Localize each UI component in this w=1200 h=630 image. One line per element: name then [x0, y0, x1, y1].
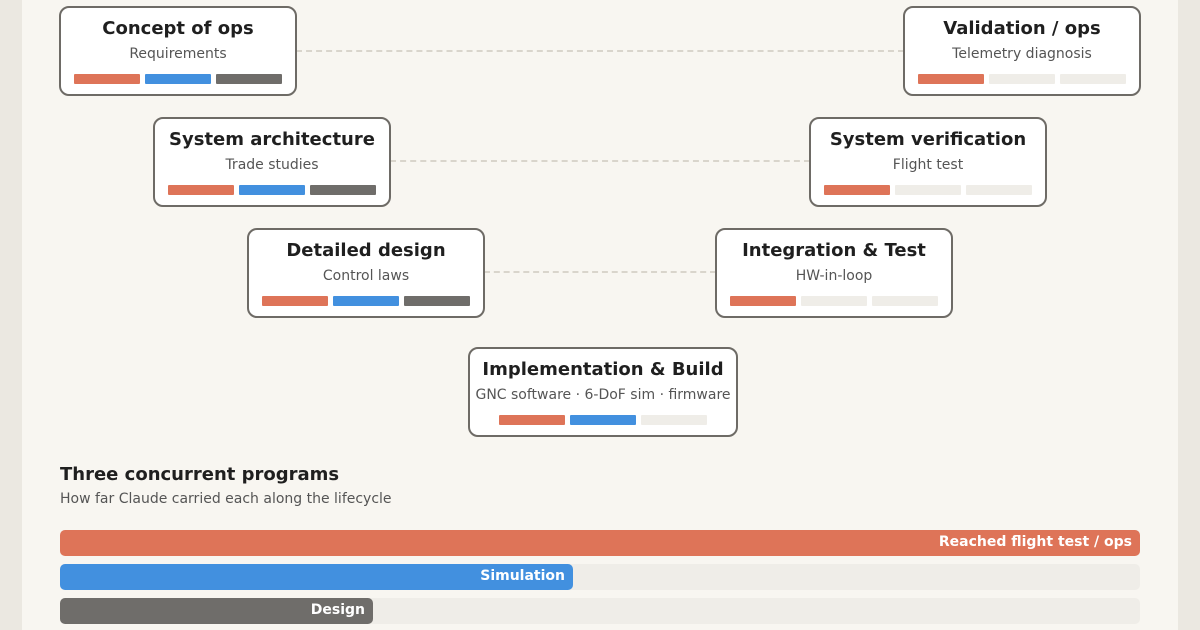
stage-progress-bars: [249, 296, 483, 306]
program-bar-design: Design: [60, 598, 373, 624]
stage-segment-3: [641, 415, 707, 425]
stage-segment-1: [262, 296, 328, 306]
stage-title: Detailed design: [286, 240, 446, 261]
stage-segment-1: [824, 185, 890, 195]
stage-segment-2: [239, 185, 305, 195]
stage-segment-3: [872, 296, 938, 306]
stage-title: System verification: [829, 129, 1027, 150]
stage-subtitle: Trade studies: [225, 157, 319, 173]
stage-segment-2: [570, 415, 636, 425]
stage-progress-bars: [470, 415, 736, 425]
programs-title: Three concurrent programs: [60, 464, 340, 485]
program-track-design: Design: [60, 598, 1140, 624]
program-track-simulation: Simulation: [60, 564, 1140, 590]
stage-segment-3: [1060, 74, 1126, 84]
stage-subtitle: Requirements: [129, 46, 227, 62]
stage-title: Validation / ops: [943, 18, 1101, 39]
stage-card-architecture: System architecture Trade studies: [153, 117, 391, 207]
stage-subtitle: Telemetry diagnosis: [952, 46, 1092, 62]
stage-card-detailed: Detailed design Control laws: [247, 228, 485, 318]
stage-segment-2: [145, 74, 211, 84]
stage-progress-bars: [155, 185, 389, 195]
stage-progress-bars: [61, 74, 295, 84]
program-label: Simulation: [480, 568, 565, 584]
stage-segment-3: [404, 296, 470, 306]
stage-subtitle: Control laws: [322, 268, 410, 284]
stage-card-concept: Concept of ops Requirements: [59, 6, 297, 96]
connector-concept-validation: [296, 50, 904, 52]
stage-segment-2: [333, 296, 399, 306]
stage-title: Implementation & Build: [482, 359, 724, 380]
program-label: Reached flight test / ops: [938, 534, 1132, 550]
stage-subtitle: Flight test: [892, 157, 964, 173]
stage-segment-2: [895, 185, 961, 195]
program-track-flight: Reached flight test / ops: [60, 530, 1140, 556]
stage-card-implementation: Implementation & Build GNC software · 6-…: [468, 347, 738, 437]
stage-card-integration: Integration & Test HW-in-loop: [715, 228, 953, 318]
connector-architecture-verification: [390, 160, 810, 162]
program-bar-simulation: Simulation: [60, 564, 573, 590]
program-bar-flight: Reached flight test / ops: [60, 530, 1140, 556]
stage-segment-1: [74, 74, 140, 84]
stage-segment-2: [801, 296, 867, 306]
lifecycle-diagram: [22, 0, 1178, 630]
stage-progress-bars: [717, 296, 951, 306]
stage-card-validation: Validation / ops Telemetry diagnosis: [903, 6, 1141, 96]
stage-subtitle: HW-in-loop: [795, 268, 873, 284]
stage-title: Integration & Test: [742, 240, 926, 261]
stage-segment-3: [216, 74, 282, 84]
stage-segment-1: [168, 185, 234, 195]
stage-progress-bars: [811, 185, 1045, 195]
stage-card-verification: System verification Flight test: [809, 117, 1047, 207]
program-label: Design: [310, 602, 365, 618]
stage-segment-2: [989, 74, 1055, 84]
stage-progress-bars: [905, 74, 1139, 84]
programs-subtitle: How far Claude carried each along the li…: [60, 491, 392, 507]
stage-segment-1: [730, 296, 796, 306]
stage-subtitle: GNC software · 6-DoF sim · firmware: [475, 387, 731, 403]
stage-segment-1: [918, 74, 984, 84]
stage-title: System architecture: [169, 129, 375, 150]
stage-title: Concept of ops: [102, 18, 254, 39]
connector-detailed-integration: [484, 271, 716, 273]
stage-segment-3: [966, 185, 1032, 195]
stage-segment-3: [310, 185, 376, 195]
stage-segment-1: [499, 415, 565, 425]
